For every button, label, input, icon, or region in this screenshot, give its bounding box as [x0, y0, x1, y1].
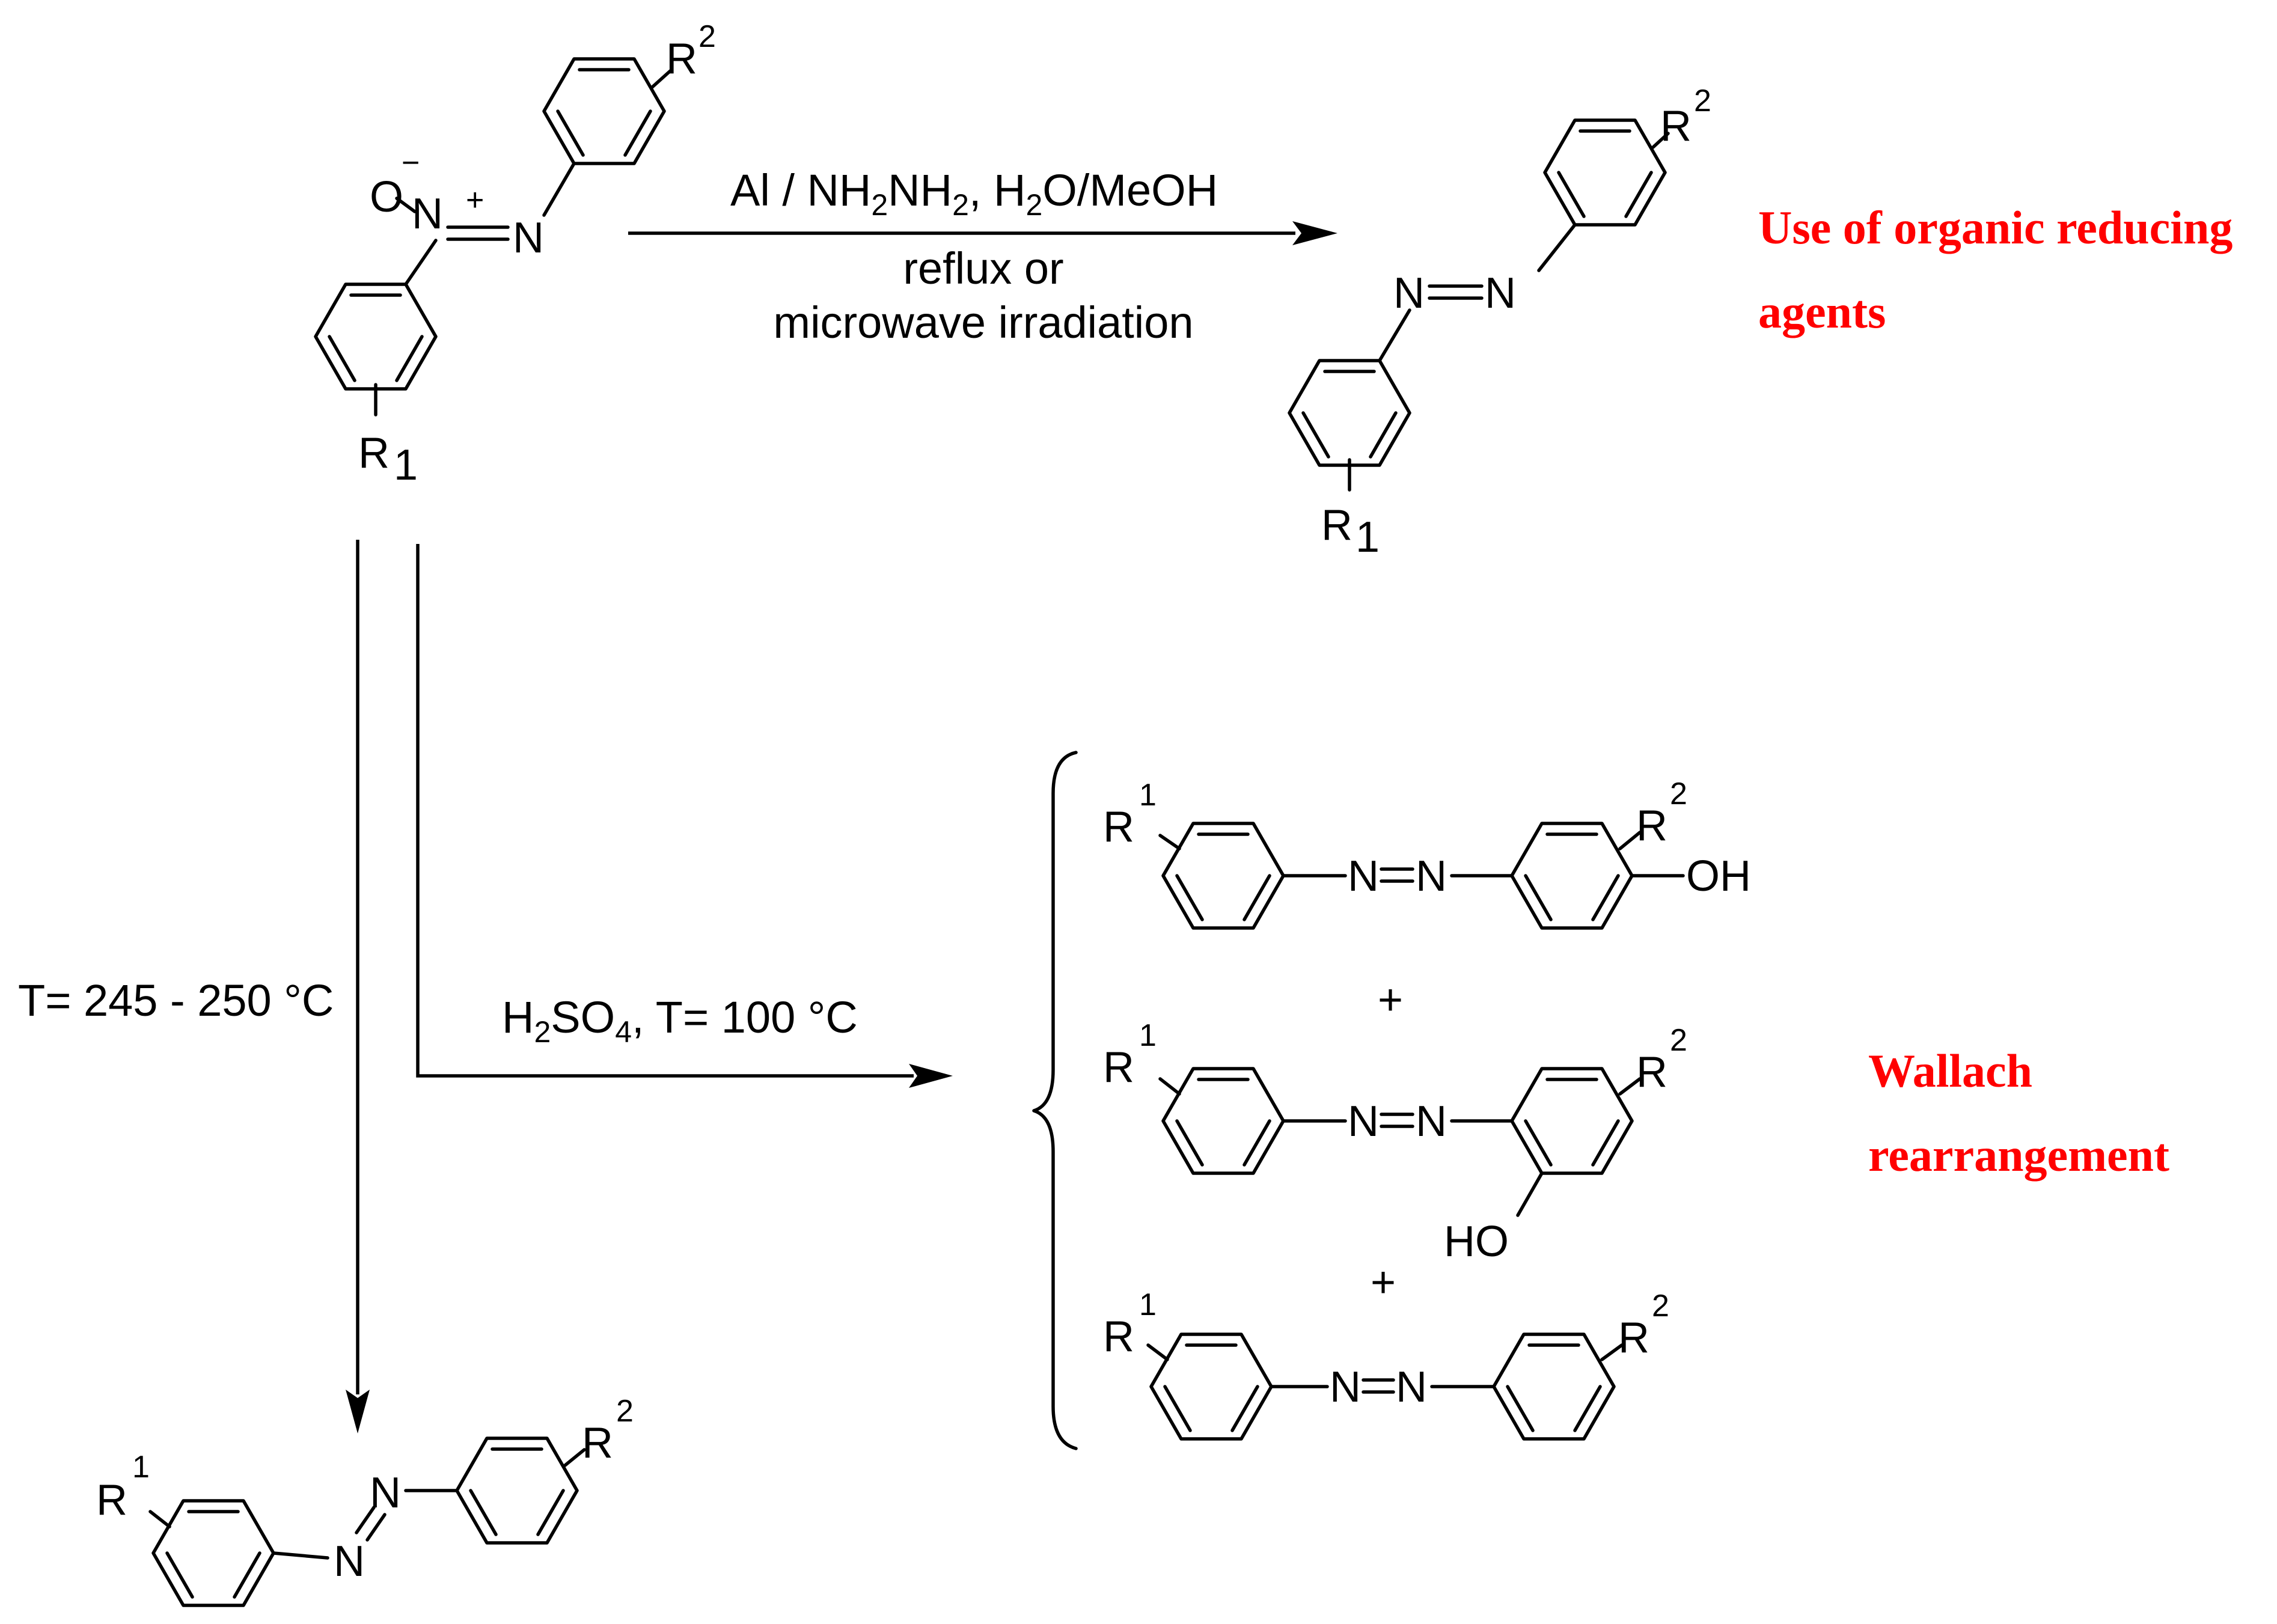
top-product-N-right: N	[1485, 269, 1516, 317]
wp1-left-ring	[1161, 822, 1285, 930]
wp3-left-ring	[1149, 1332, 1273, 1441]
wp3-N-right: N	[1396, 1363, 1427, 1411]
reactant-O: O	[370, 173, 403, 221]
wp2-R1-letter: R	[1103, 1043, 1134, 1091]
wp2-left-ring	[1161, 1067, 1285, 1175]
wallach-label-line2: rearrangement	[1868, 1129, 2169, 1181]
bottom-product-R1-letter: R	[96, 1476, 127, 1524]
products-brace	[1032, 751, 1078, 1450]
azoxybenzene-reactant: R 2 N N + O − R 1	[314, 19, 716, 489]
reactant-N-left: N	[412, 190, 443, 238]
reduction-conditions: Al / NH2NH2, H2O/MeOH reflux or microwav…	[730, 165, 1218, 347]
thermal-condition: T= 245 - 250 °C	[18, 975, 334, 1025]
wallach-product-para-hydroxy: R 1 N N R 2 OH	[1103, 777, 1751, 930]
reactant-N-right: N	[513, 214, 544, 262]
reactant-R1-subscript: 1	[394, 441, 418, 489]
reduction-reagent-line: Al / NH2NH2, H2O/MeOH	[730, 165, 1218, 222]
acid-condition: H2SO4, T= 100 °C	[502, 992, 858, 1049]
bottom-product-N-lower: N	[334, 1537, 365, 1586]
wp1-R2-superscript: 2	[1670, 777, 1687, 811]
wp1-N-left: N	[1348, 852, 1379, 900]
wp3-N-left: N	[1330, 1363, 1361, 1411]
wp1-R1-letter: R	[1103, 803, 1134, 851]
wp2-N-left: N	[1348, 1097, 1379, 1146]
reduction-arrow	[628, 221, 1337, 245]
wp1-R2-letter: R	[1636, 802, 1667, 850]
reduction-line-reflux: reflux or	[903, 243, 1063, 293]
thermal-arrow	[346, 540, 370, 1433]
wp2-R2-superscript: 2	[1670, 1023, 1687, 1058]
bottom-product-left-ring	[151, 1499, 275, 1607]
wp3-R2-letter: R	[1618, 1314, 1649, 1362]
top-product-R2-letter: R	[1660, 102, 1692, 150]
top-product-lower-ring	[1288, 359, 1411, 467]
top-product-upper-ring	[1543, 118, 1667, 227]
wp3-R1-superscript: 1	[1139, 1287, 1157, 1322]
reactant-minus-charge: −	[402, 145, 420, 180]
wp3-R2-superscript: 2	[1652, 1289, 1669, 1323]
azobenzene-product-top: R 2 N N R 1	[1288, 84, 1711, 561]
wp3-right-ring	[1492, 1332, 1616, 1441]
top-product-R2-superscript: 2	[1694, 84, 1711, 118]
wp2-R2-letter: R	[1636, 1048, 1667, 1096]
bottom-product-R2-letter: R	[582, 1419, 613, 1467]
wp1-N-right: N	[1416, 852, 1447, 900]
azobenzene-product-bottom: R 1 N N R 2	[96, 1394, 634, 1607]
reduction-line-microwave: microwave irradiation	[773, 298, 1193, 347]
bottom-product-R2-superscript: 2	[616, 1394, 634, 1429]
organic-reducing-label-line2: agents	[1758, 285, 1886, 338]
top-product-R1-letter: R	[1321, 501, 1352, 549]
plus-sign-1: +	[1378, 976, 1403, 1024]
reactant-upper-ring	[542, 57, 666, 165]
bottom-product-N-upper: N	[370, 1469, 401, 1517]
plus-sign-2: +	[1371, 1259, 1396, 1307]
wp2-N-right: N	[1416, 1097, 1447, 1146]
bottom-product-right-ring	[455, 1436, 579, 1545]
wallach-label-line1: Wallach	[1868, 1045, 2032, 1097]
reactant-R2-letter: R	[666, 35, 697, 83]
wp3-R1-letter: R	[1103, 1313, 1134, 1361]
organic-reducing-label-line1: Use of organic reducing	[1758, 201, 2233, 254]
reactant-plus-charge: +	[466, 183, 484, 218]
wp1-R1-superscript: 1	[1139, 778, 1157, 813]
bottom-product-R1-superscript: 1	[132, 1450, 150, 1485]
top-product-R1-subscript: 1	[1356, 513, 1380, 561]
wallach-product-ortho-hydroxy: R 1 N N R 2 HO	[1103, 1018, 1687, 1266]
wp1-right-ring	[1510, 822, 1634, 930]
wp2-HO: HO	[1444, 1218, 1509, 1266]
wallach-product-azobenzene: R 1 N N R 2	[1103, 1287, 1669, 1441]
wp2-right-ring	[1510, 1067, 1634, 1175]
wp1-OH: OH	[1686, 852, 1751, 900]
reactant-lower-ring	[314, 282, 438, 391]
acid-arrow	[416, 544, 953, 1088]
reactant-R2-superscript: 2	[698, 19, 716, 54]
wp2-R1-superscript: 1	[1139, 1018, 1157, 1053]
reactant-R1-letter: R	[358, 429, 390, 477]
